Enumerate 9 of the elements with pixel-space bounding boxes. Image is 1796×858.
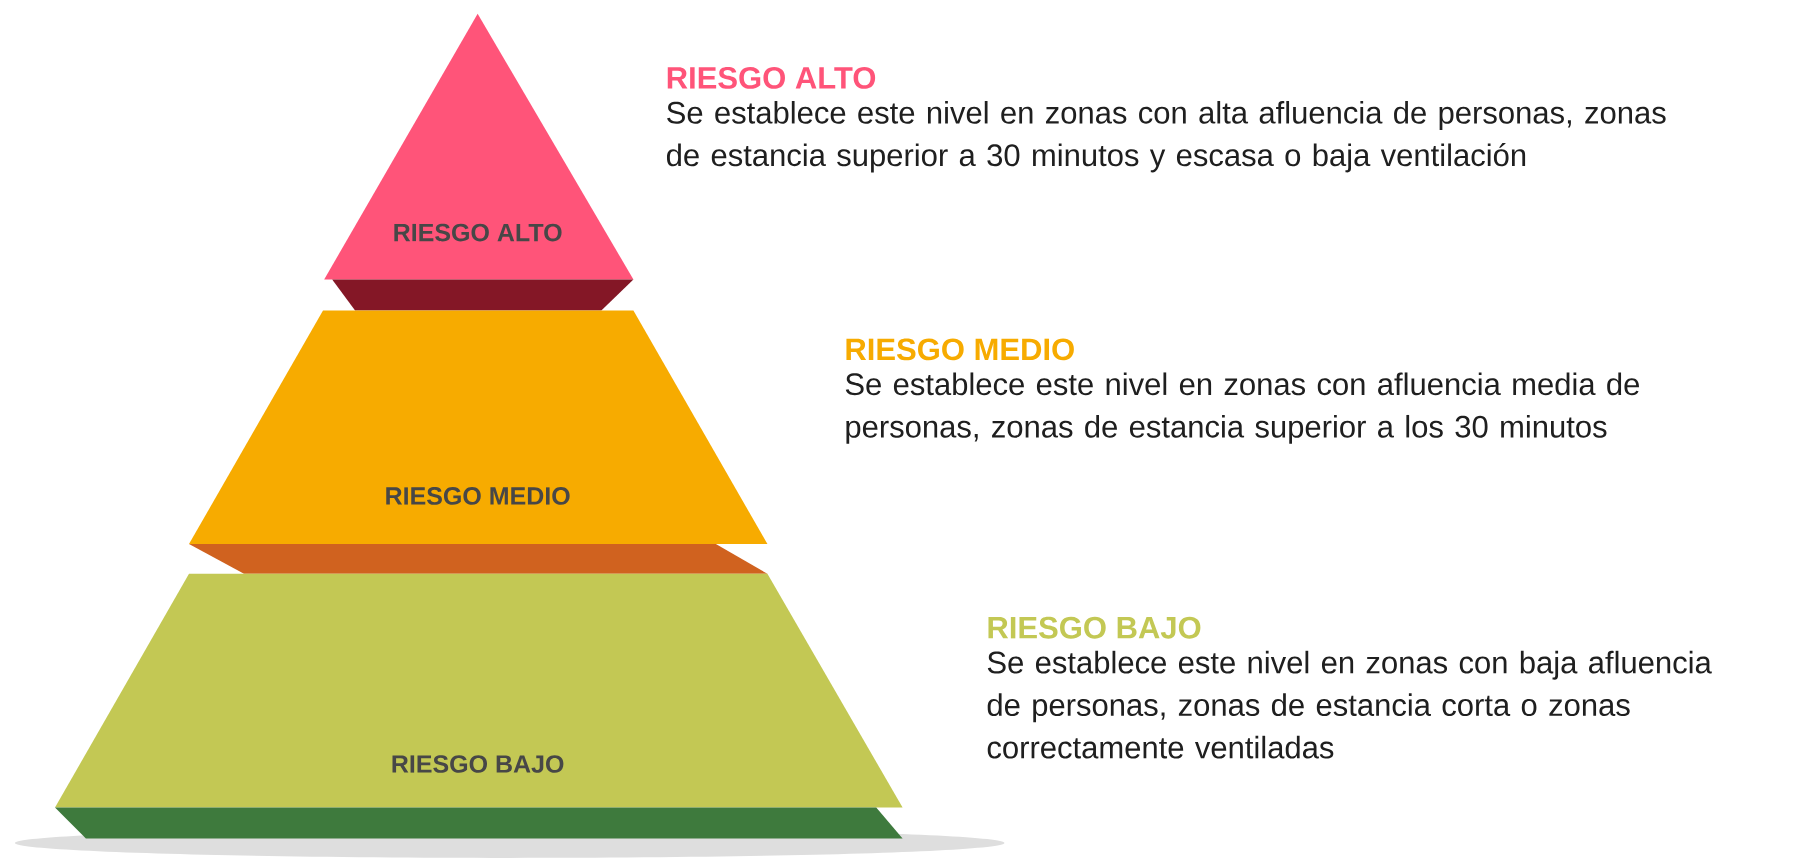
level-description: Se establece este nivel en zonas con baja afluencia de personas, zonas de estancia corta o zonas correctamente ventiladas: [987, 650, 1712, 759]
level-heading: RIESGO BAJO: [988, 616, 1201, 639]
level-heading: RIESGO ALTO: [667, 66, 876, 89]
pyramid-tier: RIESGO BAJO: [55, 573, 903, 839]
pyramid-tier: RIESGO ALTO: [324, 13, 634, 311]
level-description: Se establece este nivel en zonas con alta afluencia de personas, zonas de estancia superior a 30 minutos y escasa o baja ventilación: [667, 101, 1666, 173]
level-heading: RIESGO MEDIO: [846, 338, 1074, 361]
pyramid-tier: RIESGO MEDIO: [189, 310, 768, 574]
level-description: Se establece este nivel en zonas con afluencia media de personas, zonas de estancia superior a los 30 minutos: [845, 372, 1639, 444]
